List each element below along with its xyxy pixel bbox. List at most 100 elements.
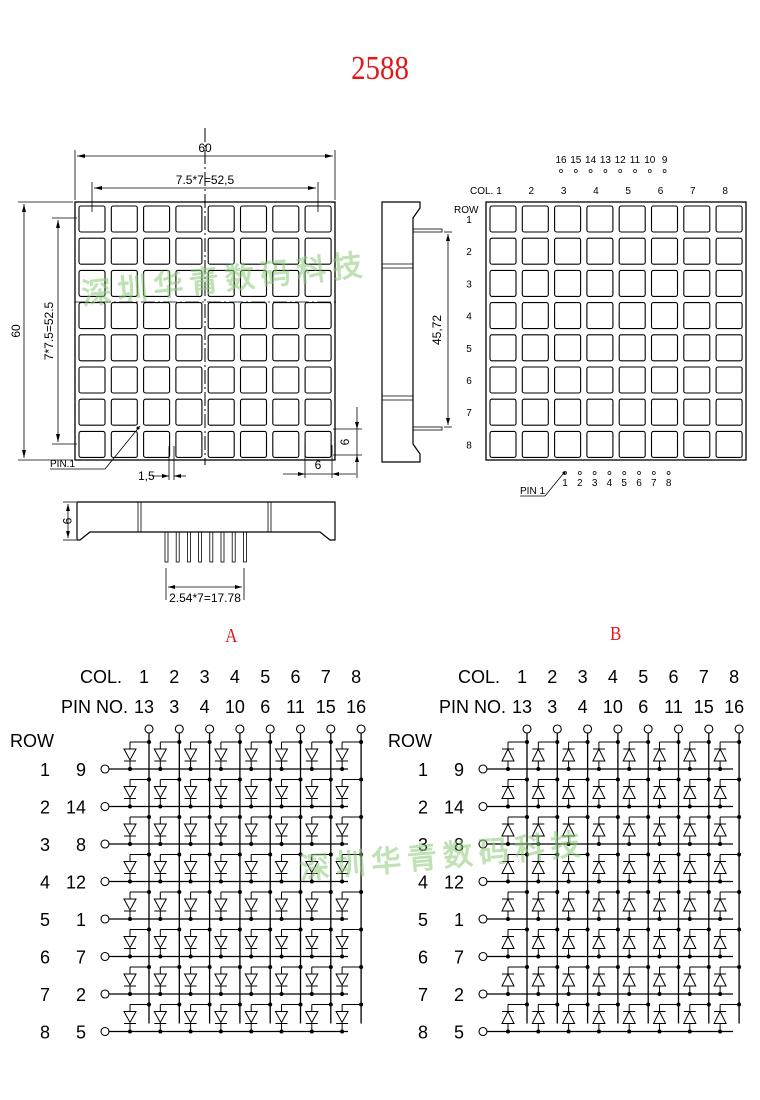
led-diode-icon — [274, 861, 289, 874]
junction-dot — [207, 1002, 212, 1007]
schematic-b-label: B — [610, 623, 622, 645]
pin-hole — [618, 169, 623, 173]
junction-dot — [268, 890, 273, 894]
column-pin-label: 11 — [664, 697, 683, 717]
led-diode-icon — [183, 1011, 198, 1024]
pin-pitch-label: 2.54*7=17.78 — [169, 591, 241, 605]
junction-dot — [340, 954, 345, 959]
junction-dot — [566, 954, 571, 959]
led-dot — [650, 302, 679, 330]
junction-dot — [536, 804, 541, 809]
junction-dot — [615, 815, 620, 819]
junction-dot — [506, 842, 510, 846]
led-dot — [175, 366, 203, 394]
row-pin-label: 2 — [454, 985, 464, 1005]
pin-hole — [637, 471, 641, 475]
junction-dot — [237, 1002, 242, 1007]
junction-dot — [585, 815, 590, 819]
led-dot — [110, 398, 138, 426]
led-diode-icon — [682, 747, 697, 762]
bottom-pin-number: 1 — [562, 478, 568, 489]
junction-dot — [555, 852, 560, 857]
led-dot — [618, 398, 646, 426]
row-terminal — [100, 1026, 110, 1037]
row-pin-label: 2 — [76, 985, 86, 1005]
pin1-label: PIN 1 — [520, 486, 545, 497]
junction-dot — [585, 777, 590, 782]
led-diode-icon — [183, 898, 198, 912]
led-dot — [554, 237, 582, 265]
junction-dot — [646, 777, 651, 782]
column-number-label: 8 — [351, 667, 361, 687]
column-pin-label: 10 — [603, 697, 623, 717]
junction-dot — [718, 842, 723, 846]
junction-dot — [309, 954, 314, 959]
junction-dot — [627, 917, 632, 921]
junction-dot — [279, 917, 284, 921]
led-dot — [715, 269, 743, 297]
junction-dot — [718, 879, 723, 884]
led-dot — [521, 366, 549, 394]
junction-dot — [596, 1029, 601, 1034]
junction-dot — [646, 927, 651, 932]
junction-dot — [687, 992, 692, 996]
junction-dot — [207, 965, 212, 969]
junction-dot — [566, 992, 571, 996]
led-dot — [489, 205, 517, 233]
led-dot — [650, 334, 679, 362]
junction-dot — [585, 852, 590, 857]
led-dot — [521, 334, 549, 362]
junction-dot — [737, 890, 742, 894]
row-number-label: 3 — [40, 835, 50, 855]
junction-dot — [249, 917, 254, 921]
junction-dot — [506, 992, 510, 996]
junction-dot — [657, 1029, 662, 1034]
led-diode-icon — [304, 973, 319, 987]
junction-dot — [237, 890, 242, 894]
row-header-label: ROW — [10, 731, 54, 751]
junction-dot — [506, 767, 510, 771]
junction-dot — [676, 740, 681, 744]
junction-dot — [249, 992, 254, 996]
junction-dot — [615, 777, 620, 782]
led-diode-icon — [682, 972, 697, 987]
led-dot — [554, 366, 582, 394]
led-dot — [78, 334, 106, 362]
led-diode-icon — [682, 897, 697, 912]
pin-hole — [559, 169, 563, 173]
col-prefix-label: COL. — [470, 186, 493, 197]
led-dot — [554, 269, 582, 297]
junction-dot — [177, 965, 182, 969]
pin-lead — [198, 531, 203, 563]
led-diode-icon — [123, 823, 137, 837]
junction-dot — [207, 852, 212, 857]
junction-dot — [249, 767, 254, 771]
led-dot — [207, 398, 235, 426]
junction-dot — [566, 804, 571, 809]
led-dot — [554, 205, 582, 233]
led-diode-icon — [622, 1010, 637, 1024]
led-diode-icon — [214, 786, 228, 799]
junction-dot — [359, 1002, 364, 1007]
junction-dot — [218, 767, 223, 771]
led-dot — [586, 237, 614, 265]
column-number-label: 8 — [729, 667, 739, 687]
column-pin-label: 10 — [225, 697, 245, 717]
junction-dot — [328, 777, 333, 782]
vertical-pitch-label: 7*7.5=52.5 — [42, 301, 56, 360]
junction-dot — [218, 804, 223, 809]
junction-dot — [506, 1029, 510, 1034]
side-view: 45,72 — [381, 201, 452, 463]
row-terminal — [100, 801, 110, 812]
led-dot — [272, 205, 300, 233]
junction-dot — [177, 852, 182, 857]
row-pin-label: 8 — [76, 835, 86, 855]
led-dot — [489, 237, 517, 265]
led-dot — [272, 302, 300, 330]
led-dot — [618, 334, 646, 362]
column-pin-label: 4 — [578, 697, 588, 717]
junction-dot — [188, 879, 193, 884]
junction-dot — [188, 767, 193, 771]
led-dot — [304, 398, 332, 426]
